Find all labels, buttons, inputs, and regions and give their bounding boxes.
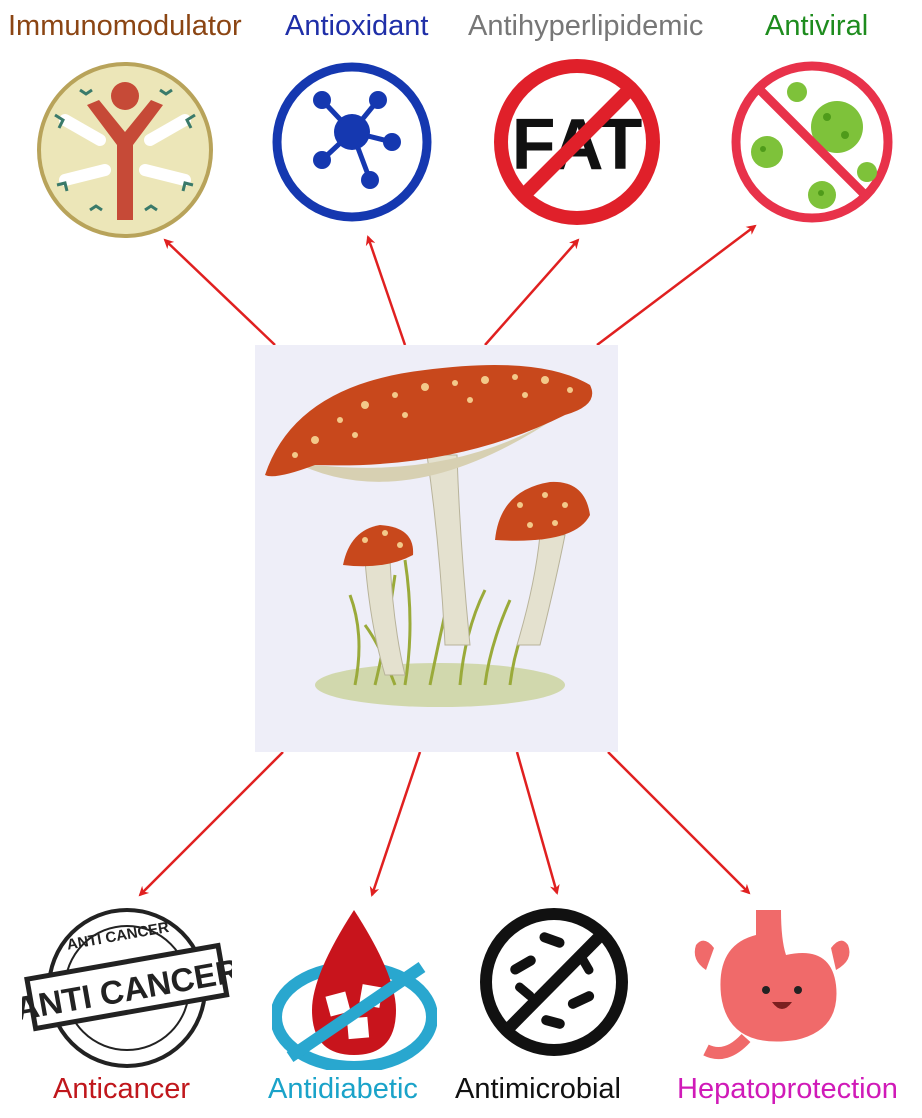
stomach-mascot-icon [686, 900, 856, 1070]
arrow-antimicrobial [517, 752, 557, 893]
arrow-immunomodulator [165, 240, 275, 345]
arrow-antidiabetic [372, 752, 420, 895]
no-fat-icon: FAT [492, 57, 662, 227]
anticancer-stamp-icon: ANTI CANCER ANTI CANCER [22, 900, 232, 1075]
no-virus-icon [727, 57, 897, 227]
arrow-antiviral [597, 226, 755, 345]
no-sugar-blood-drop-icon [272, 905, 437, 1070]
molecule-icon [270, 60, 435, 225]
arrow-hepatoprotection [608, 752, 749, 893]
antibody-icon [35, 60, 215, 240]
arrow-antihyperlipidemic [485, 240, 578, 345]
arrow-antioxidant [368, 237, 405, 345]
no-bacteria-icon [479, 905, 629, 1060]
arrow-anticancer [140, 752, 283, 895]
mushroom-illustration [255, 345, 618, 752]
